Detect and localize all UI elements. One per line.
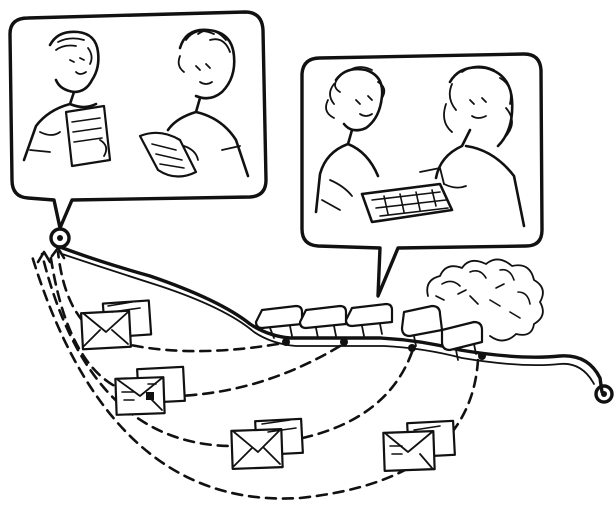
router-node — [344, 302, 394, 337]
panel-left-frame — [8, 10, 268, 230]
source-node — [49, 227, 71, 249]
person-reading-left — [22, 30, 112, 168]
junction-dot — [340, 338, 348, 346]
router-node — [298, 304, 348, 339]
router-nodes — [254, 302, 486, 361]
person-reading-right — [138, 28, 250, 178]
person-terminal-left — [314, 66, 386, 214]
router-node — [440, 320, 484, 361]
endpoint-node — [594, 384, 614, 404]
return-arc — [48, 250, 342, 398]
junction-dot — [408, 344, 416, 352]
cloud-cluster — [426, 258, 544, 342]
panel-left — [8, 10, 268, 230]
envelope — [79, 299, 153, 351]
envelope — [382, 419, 456, 472]
junction-dot — [478, 352, 486, 360]
return-arc — [40, 252, 414, 448]
person-terminal-right — [434, 65, 526, 228]
router-node — [254, 304, 304, 339]
message-envelopes — [79, 299, 456, 472]
envelope — [230, 417, 304, 470]
terminal-keyboard — [360, 167, 454, 224]
network-line — [58, 245, 604, 394]
paper-sheet-right — [138, 131, 198, 178]
panel-right-frame — [300, 52, 544, 298]
junction-dot — [282, 338, 290, 346]
panel-right — [300, 52, 544, 298]
envelope — [114, 365, 186, 416]
paper-sheet-left — [64, 104, 112, 168]
